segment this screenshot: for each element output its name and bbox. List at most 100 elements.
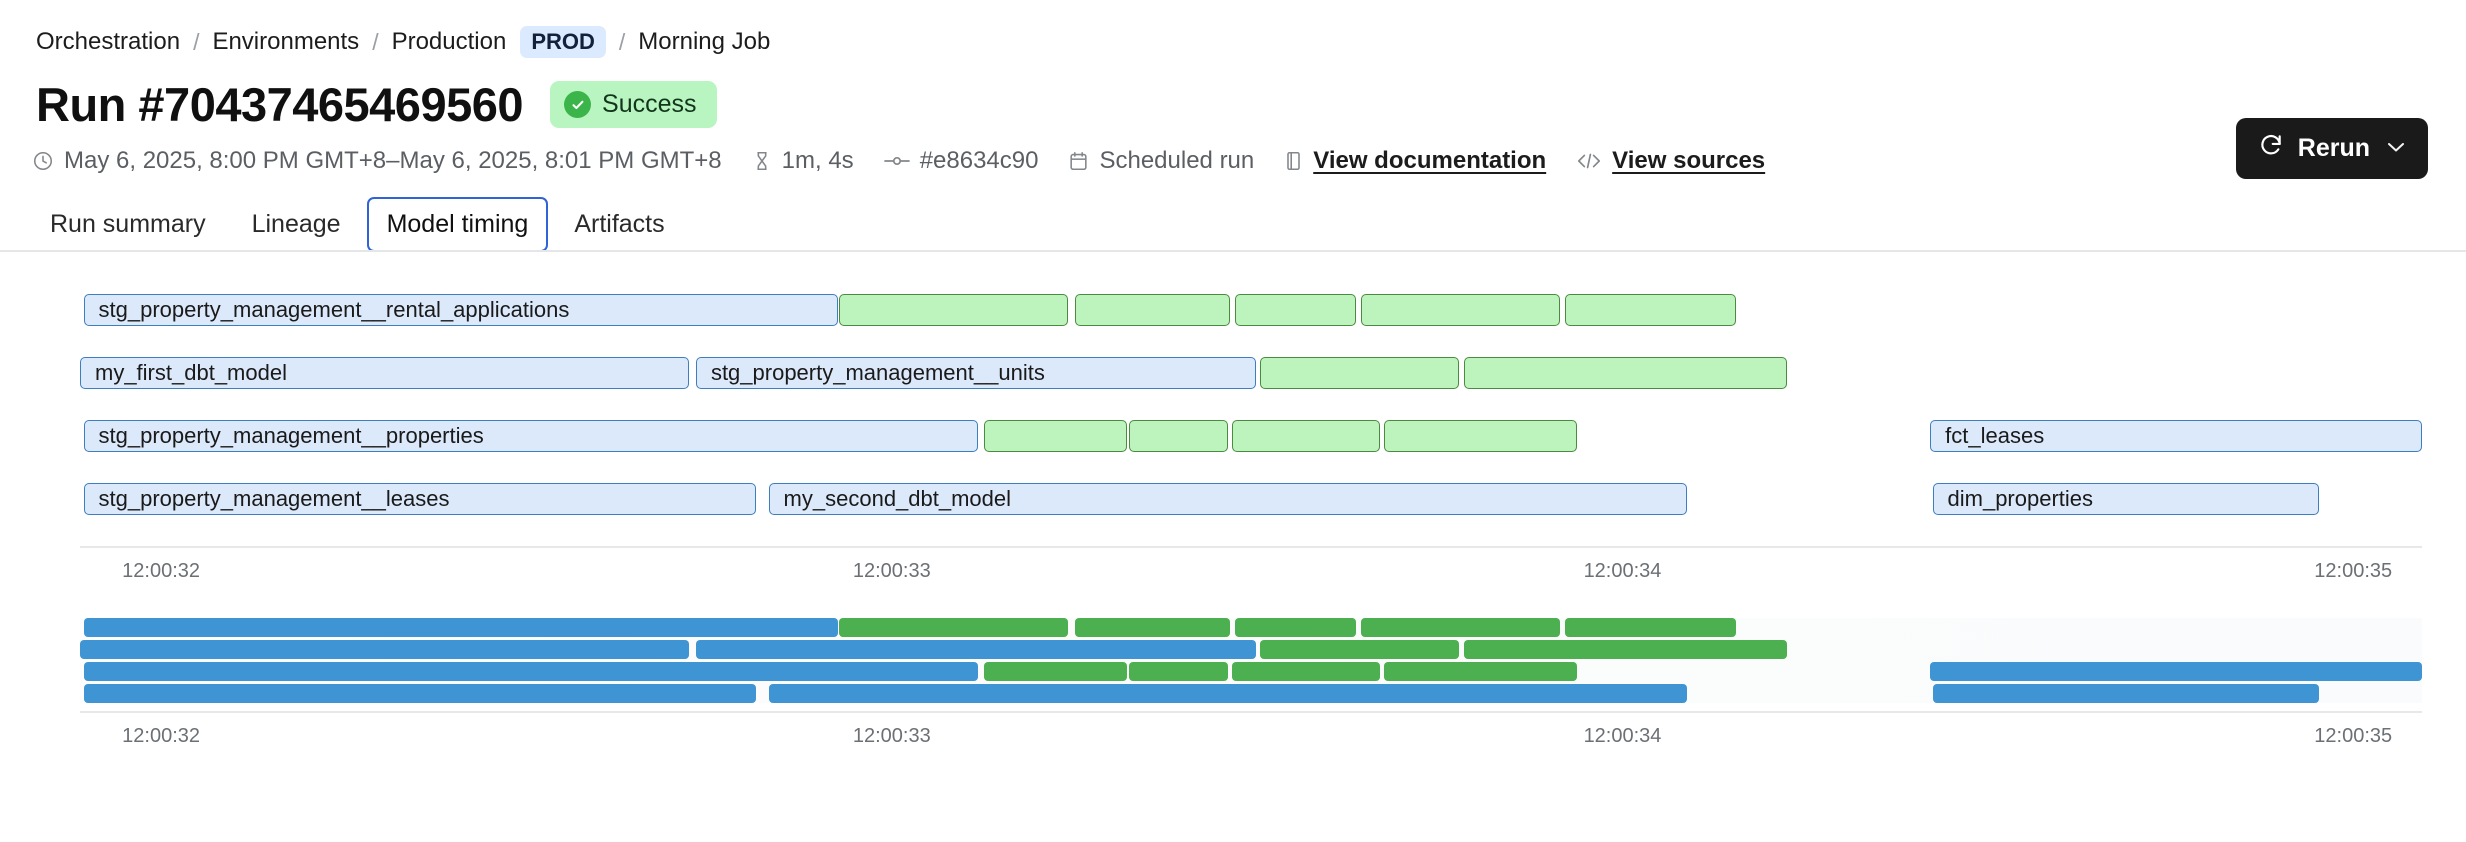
- gantt-bar-label: stg_property_management__leases: [98, 486, 450, 512]
- axis-tick-label: 12:00:33: [852, 725, 931, 748]
- gantt-bar-stg_property_management__properties[interactable]: stg_property_management__properties: [83, 420, 979, 453]
- gantt-bar-segment[interactable]: [1129, 420, 1228, 453]
- minimap-rows[interactable]: [80, 618, 2422, 704]
- tab-model-timing[interactable]: Model timing: [366, 197, 549, 253]
- git-commit-icon: [883, 150, 910, 172]
- meta-trigger: Scheduled run: [1068, 147, 1254, 175]
- minimap-bar-segment[interactable]: [83, 684, 756, 704]
- breadcrumb-separator: /: [372, 28, 379, 55]
- axis-tick-label: 12:00:34: [1583, 725, 1662, 748]
- tab-lineage[interactable]: Lineage: [251, 210, 341, 239]
- gantt-rows: stg_property_management__rental_applicat…: [80, 294, 2422, 516]
- minimap-row[interactable]: [80, 640, 2422, 660]
- minimap-axis-line: [80, 711, 2422, 714]
- hourglass-icon: [752, 150, 772, 172]
- calendar-icon: [1068, 150, 1089, 172]
- minimap-bar-segment[interactable]: [1930, 662, 2422, 682]
- gantt-bar-label: my_second_dbt_model: [783, 486, 1012, 512]
- axis-tick-label: 12:00:33: [852, 560, 931, 583]
- environment-badge-prod: PROD: [520, 26, 606, 58]
- minimap-bar-segment[interactable]: [80, 640, 689, 660]
- gantt-row: my_first_dbt_model stg_property_managemen…: [80, 357, 2422, 390]
- check-circle-icon: [564, 91, 592, 119]
- gantt-bar-my_first_dbt_model[interactable]: my_first_dbt_model: [80, 357, 689, 390]
- gantt-bar-segment[interactable]: [1361, 294, 1561, 327]
- view-sources-link[interactable]: View sources: [1612, 147, 1766, 175]
- minimap-bar-segment[interactable]: [83, 662, 979, 682]
- gantt-bar-segment[interactable]: [1260, 357, 1460, 390]
- minimap-bar-segment[interactable]: [838, 618, 1069, 638]
- minimap-row[interactable]: [80, 662, 2422, 682]
- gantt-bar-stg_property_management__rental_applications[interactable]: stg_property_management__rental_applicat…: [83, 294, 838, 327]
- minimap-bar-segment[interactable]: [1361, 618, 1561, 638]
- gantt-bar-fct_leases[interactable]: fct_leases: [1930, 420, 2422, 453]
- gantt-bar-label: my_first_dbt_model: [95, 360, 287, 386]
- gantt-time-axis: 12:00:32 12:00:33 12:00:34 12:00:35: [80, 546, 2422, 590]
- minimap-bar-segment[interactable]: [1260, 640, 1460, 660]
- breadcrumb-item-morning-job[interactable]: Morning Job: [638, 28, 771, 55]
- minimap-bar-segment[interactable]: [1075, 618, 1230, 638]
- minimap-bar-segment[interactable]: [984, 662, 1127, 682]
- gantt-bar-stg_property_management__units[interactable]: stg_property_management__units: [695, 357, 1256, 390]
- breadcrumb-item-environments[interactable]: Environments: [212, 28, 360, 55]
- gantt-bar-dim_properties[interactable]: dim_properties: [1932, 483, 2319, 516]
- rerun-button[interactable]: Rerun: [2235, 118, 2428, 179]
- axis-tick-label: 12:00:32: [122, 725, 200, 748]
- meta-sources[interactable]: View sources: [1576, 147, 1765, 175]
- minimap-row[interactable]: [80, 618, 2422, 638]
- page-title: Run #70437465469560: [36, 78, 524, 131]
- meta-commit-text: #e8634c90: [919, 147, 1039, 175]
- minimap-bar-segment[interactable]: [695, 640, 1256, 660]
- gantt-row: stg_property_management__properties fct_l…: [80, 420, 2422, 453]
- tab-artifacts[interactable]: Artifacts: [574, 210, 665, 239]
- breadcrumb: Orchestration / Environments / Productio…: [0, 0, 2466, 58]
- minimap-row[interactable]: [80, 684, 2422, 704]
- minimap-bar-segment[interactable]: [768, 684, 1687, 704]
- gantt-bar-segment[interactable]: [1564, 294, 1736, 327]
- gantt-row: stg_property_management__rental_applicat…: [80, 294, 2422, 327]
- minimap-bar-segment[interactable]: [1932, 684, 2319, 704]
- view-documentation-link[interactable]: View documentation: [1313, 147, 1547, 175]
- rerun-label: Rerun: [2297, 134, 2370, 162]
- gantt-bar-label: dim_properties: [1947, 486, 2094, 512]
- gantt-bar-label: stg_property_management__rental_applicat…: [98, 297, 570, 323]
- axis-tick-label: 12:00:35: [2314, 560, 2393, 583]
- minimap-bar-segment[interactable]: [1464, 640, 1788, 660]
- status-label: Success: [602, 90, 697, 119]
- axis-tick-label: 12:00:35: [2314, 725, 2393, 748]
- meta-documentation[interactable]: View documentation: [1284, 147, 1546, 175]
- meta-duration: 1m, 4s: [752, 147, 854, 175]
- title-row: Run #70437465469560 Success: [0, 58, 2466, 129]
- tab-bar-underline: [0, 250, 2466, 253]
- gantt-bar-segment[interactable]: [1075, 294, 1230, 327]
- meta-trigger-text: Scheduled run: [1099, 147, 1255, 175]
- gantt-bar-stg_property_management__leases[interactable]: stg_property_management__leases: [83, 483, 756, 516]
- gantt-bar-label: stg_property_management__properties: [98, 423, 484, 449]
- breadcrumb-item-orchestration[interactable]: Orchestration: [36, 28, 181, 55]
- run-metadata: May 6, 2025, 8:00 PM GMT+8–May 6, 2025, …: [0, 129, 2466, 175]
- tab-bar: Run summary Lineage Model timing Artifac…: [0, 175, 2466, 253]
- axis-tick-label: 12:00:32: [122, 560, 200, 583]
- breadcrumb-separator: /: [193, 28, 200, 55]
- minimap-bar-segment[interactable]: [83, 618, 838, 638]
- minimap-bar-segment[interactable]: [1564, 618, 1736, 638]
- minimap-bar-segment[interactable]: [1232, 662, 1380, 682]
- gantt-bar-segment[interactable]: [1384, 420, 1577, 453]
- gantt-bar-my_second_dbt_model[interactable]: my_second_dbt_model: [768, 483, 1687, 516]
- model-timing-minimap[interactable]: 12:00:32 12:00:33 12:00:34 12:00:35: [0, 618, 2466, 755]
- status-badge: Success: [550, 81, 717, 129]
- minimap-bar-segment[interactable]: [1129, 662, 1228, 682]
- gantt-bar-segment[interactable]: [1464, 357, 1788, 390]
- breadcrumb-item-production[interactable]: Production: [391, 28, 507, 55]
- gantt-bar-label: fct_leases: [1945, 423, 2045, 449]
- gantt-row: stg_property_management__leases my_second…: [80, 483, 2422, 516]
- gantt-bar-segment[interactable]: [984, 420, 1127, 453]
- gantt-bar-segment[interactable]: [1232, 420, 1380, 453]
- meta-timerange: May 6, 2025, 8:00 PM GMT+8–May 6, 2025, …: [32, 147, 722, 175]
- minimap-bar-segment[interactable]: [1384, 662, 1577, 682]
- gantt-bar-segment[interactable]: [838, 294, 1069, 327]
- minimap-bar-segment[interactable]: [1234, 618, 1357, 638]
- gantt-bar-segment[interactable]: [1234, 294, 1357, 327]
- axis-tick-label: 12:00:34: [1583, 560, 1662, 583]
- tab-run-summary[interactable]: Run summary: [50, 210, 206, 239]
